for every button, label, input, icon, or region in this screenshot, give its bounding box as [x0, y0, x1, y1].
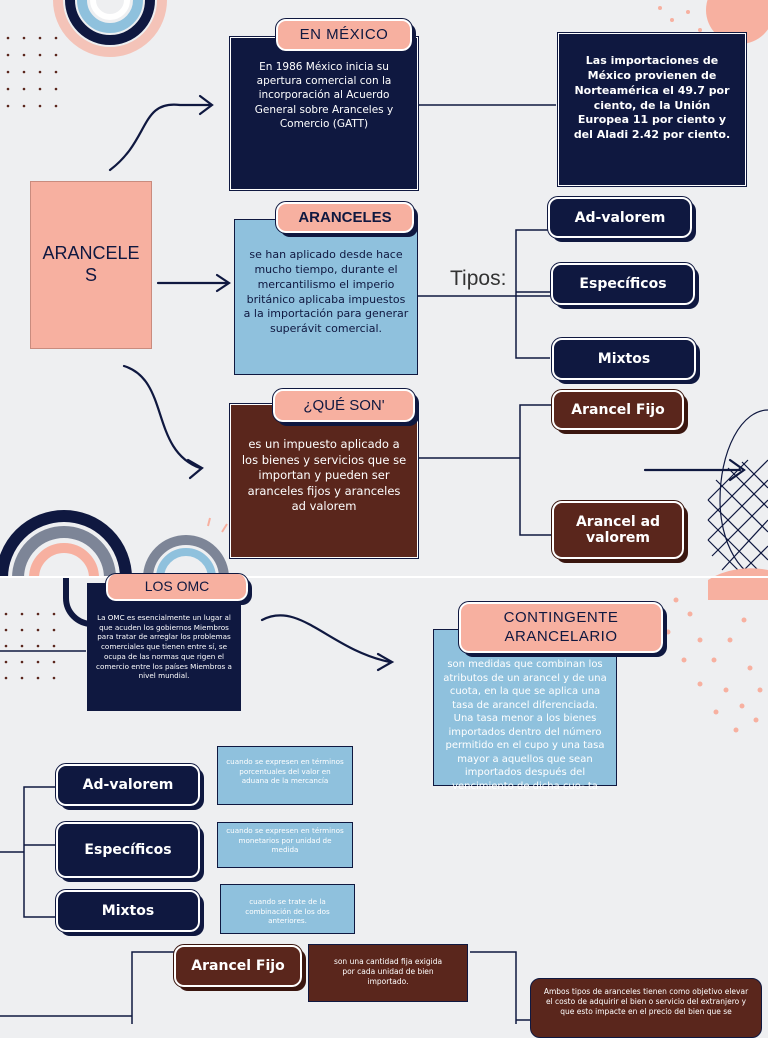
que-son-card: es un impuesto aplicado a los bienes y s… — [229, 403, 419, 559]
contingente-text: son medidas que combinan los atributos d… — [443, 659, 607, 792]
detalle-especificos-desc: cuando se expresen en términos monetario… — [226, 826, 344, 855]
mexico-title: EN MÉXICO — [275, 18, 413, 52]
ambos-text: Ambos tipos de aranceles tienen como obj… — [543, 987, 749, 1017]
aranceles-title: ARANCELES — [275, 201, 415, 234]
mexico-title-label: EN MÉXICO — [299, 26, 389, 43]
detalle-ad-valorem-desc-box: cuando se expresen en términos porcentua… — [217, 746, 353, 805]
omc-card: La OMC es esencialmente un lugar al que … — [87, 583, 241, 711]
detalle-ad-valorem-desc: cuando se expresen en términos porcentua… — [226, 757, 344, 786]
branch-arancel-ad-valorem[interactable]: Arancel ad valorem — [551, 500, 685, 560]
connector-lines — [0, 104, 556, 1024]
aranceles-text: se han aplicado desde hace mucho tiempo,… — [243, 248, 409, 336]
tipo-ad-valorem[interactable]: Ad-valorem — [547, 196, 693, 239]
mexico-text: En 1986 México inicia su apertura comerc… — [254, 61, 394, 130]
section-divider — [0, 576, 768, 578]
rainbow-top-left — [53, 0, 167, 57]
wire-globe-right — [707, 409, 768, 581]
aranceles-title-label: ARANCELES — [298, 209, 392, 226]
que-son-title: ¿QUÉ SON' — [272, 388, 416, 423]
omc-title: LOS OMC — [105, 573, 249, 602]
fijo-desc-box: son una cantidad fija exigida por cada u… — [308, 944, 468, 1002]
tipo-especificos[interactable]: Específicos — [550, 262, 696, 306]
detalle-mixtos-desc: cuando se trate de la combinación de los… — [245, 897, 330, 926]
que-son-title-label: ¿QUÉ SON' — [303, 397, 385, 414]
tipos-label: Tipos: — [450, 267, 507, 290]
detalle-especificos-desc-box: cuando se expresen en términos monetario… — [217, 822, 353, 868]
que-son-text: es un impuesto aplicado a los bienes y s… — [241, 437, 407, 514]
aranceles-card: se han aplicado desde hace mucho tiempo,… — [234, 219, 418, 375]
detalle-ad-valorem-label[interactable]: Ad-valorem — [55, 763, 201, 807]
ambos-box: Ambos tipos de aranceles tienen como obj… — [530, 978, 762, 1038]
fijo-label[interactable]: Arancel Fijo — [173, 944, 303, 988]
main-aranceles-label: ARANCELES — [42, 243, 140, 285]
dot-grid-top-left — [6, 36, 58, 108]
salmon-blob-top-right — [706, 0, 768, 44]
tipo-mixtos[interactable]: Mixtos — [551, 337, 697, 381]
contingente-title-label: CONTINGENTE ARANCELARIO — [503, 609, 619, 645]
main-aranceles-box: ARANCELES — [30, 181, 152, 349]
contingente-card: son medidas que combinan los atributos d… — [433, 629, 617, 792]
connector-arrows — [108, 94, 746, 672]
mexico-imports-text: Las importaciones de México provienen de… — [573, 54, 731, 142]
omc-title-label: LOS OMC — [144, 578, 210, 594]
rainbow-middle-left — [0, 510, 229, 579]
detalle-mixtos-desc-box: cuando se trate de la combinación de los… — [220, 884, 355, 934]
detalle-mixtos-label[interactable]: Mixtos — [55, 889, 201, 933]
mexico-imports-card: Las importaciones de México provienen de… — [557, 32, 747, 187]
dot-grid-lower-left — [4, 612, 56, 680]
dots-right-cluster — [665, 597, 763, 733]
fijo-desc: son una cantidad fija exigida por cada u… — [333, 957, 443, 987]
mexico-card: En 1986 México inicia su apertura comerc… — [229, 36, 419, 191]
detalle-especificos-label[interactable]: Específicos — [55, 821, 201, 879]
omc-text: La OMC es esencialmente un lugar al que … — [96, 613, 232, 681]
salmon-blob-right — [708, 568, 768, 600]
branch-arancel-fijo[interactable]: Arancel Fijo — [551, 389, 685, 431]
contingente-title: CONTINGENTE ARANCELARIO — [458, 601, 664, 654]
